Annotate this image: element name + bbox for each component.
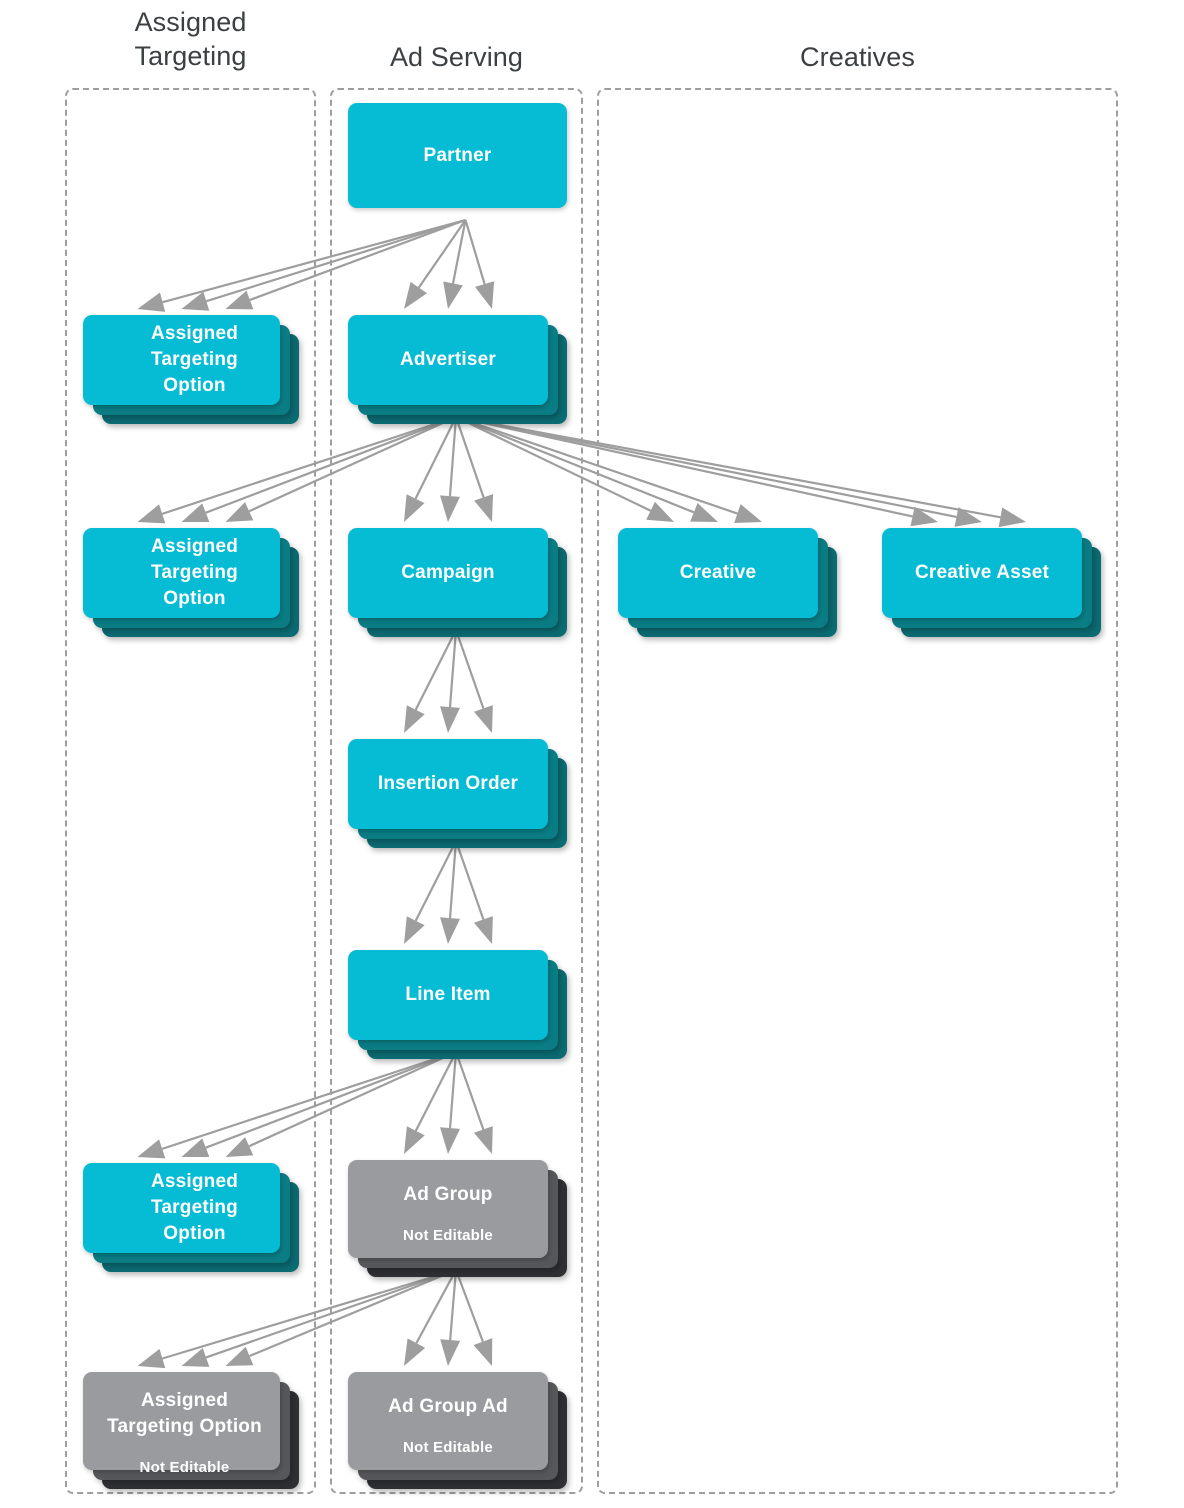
node-title: Line Item — [405, 984, 491, 1005]
node-title: Assigned Targeting Option — [150, 1171, 239, 1244]
column-header-assigned-targeting: Assigned Targeting — [65, 5, 316, 73]
node-face — [83, 1163, 280, 1253]
node-insertion-order[interactable]: Insertion Order — [348, 739, 567, 848]
node-title: Ad Group Ad — [388, 1396, 508, 1417]
node-label-wrap: Creative — [618, 528, 818, 618]
node-partner[interactable]: Partner — [348, 103, 567, 208]
node-subtitle-not-editable: Not Editable — [139, 1459, 230, 1476]
node-subtitle-not-editable: Not Editable — [403, 1227, 493, 1244]
column-frame-ad-serving — [330, 88, 583, 1494]
node-face — [83, 528, 280, 618]
node-label-wrap: Partner — [348, 103, 567, 208]
node-face — [618, 528, 818, 618]
node-creative-asset[interactable]: Creative Asset — [882, 528, 1101, 637]
node-label-wrap: Advertiser — [348, 315, 548, 405]
node-face — [348, 103, 567, 208]
node-face — [348, 950, 548, 1040]
node-label-wrap: Assigned Targeting Option — [83, 528, 280, 618]
node-label-wrap: Ad Group Ad Not Editable — [348, 1372, 548, 1470]
node-label-wrap: Insertion Order — [348, 739, 548, 829]
node-face — [348, 315, 548, 405]
node-line-item[interactable]: Line Item — [348, 950, 567, 1059]
node-campaign[interactable]: Campaign — [348, 528, 567, 637]
column-header-line-1: Ad Serving — [389, 42, 524, 72]
column-header-ad-serving: Ad Serving — [330, 40, 583, 74]
node-face — [348, 528, 548, 618]
node-assigned-targeting-option-partner[interactable]: Assigned Targeting Option — [83, 315, 299, 424]
node-face — [348, 739, 548, 829]
node-title: Campaign — [401, 562, 495, 583]
node-face — [83, 1372, 280, 1470]
node-face — [348, 1160, 548, 1258]
node-assigned-targeting-option-advertiser[interactable]: Assigned Targeting Option — [83, 528, 299, 637]
node-face — [882, 528, 1082, 618]
node-title: Creative — [679, 562, 757, 583]
node-face — [348, 1372, 548, 1470]
node-creative[interactable]: Creative — [618, 528, 837, 637]
node-title: Assigned Targeting Option — [150, 323, 239, 396]
node-label-wrap: Line Item — [348, 950, 548, 1040]
node-ad-group-ad[interactable]: Ad Group Ad Not Editable — [348, 1372, 567, 1489]
node-label-wrap: Creative Asset — [882, 528, 1082, 618]
node-label-wrap: Campaign — [348, 528, 548, 618]
column-header-line-1: Creatives — [800, 42, 915, 72]
node-title: Creative Asset — [914, 562, 1050, 583]
node-assigned-targeting-option-line-item[interactable]: Assigned Targeting Option — [83, 1163, 299, 1272]
column-header-line-1: Assigned Targeting — [134, 7, 247, 71]
node-title: Partner — [423, 144, 492, 166]
node-title: Insertion Order — [377, 773, 519, 794]
node-advertiser[interactable]: Advertiser — [348, 315, 567, 424]
node-label-wrap: Assigned Targeting Option — [83, 1163, 280, 1253]
column-frame-assigned-targeting — [65, 88, 316, 1494]
node-title: Assigned Targeting Option — [107, 1390, 262, 1437]
node-subtitle-not-editable: Not Editable — [403, 1439, 493, 1456]
column-header-creatives: Creatives — [597, 40, 1118, 74]
node-title: Advertiser — [400, 349, 496, 370]
node-title: Assigned Targeting Option — [150, 536, 239, 609]
node-title: Ad Group — [403, 1184, 493, 1205]
node-label-wrap: Assigned Targeting Option — [83, 315, 280, 405]
node-face — [83, 315, 280, 405]
column-frame-creatives — [597, 88, 1118, 1494]
